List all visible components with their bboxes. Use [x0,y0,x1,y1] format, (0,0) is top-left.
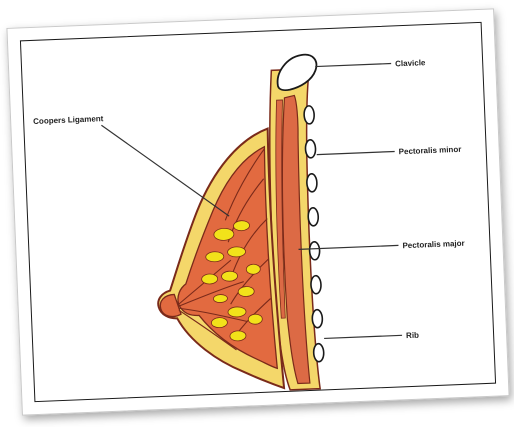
rib-4 [308,208,319,226]
clavicle-leader [315,64,391,67]
rib-7 [312,310,323,328]
rib-8 [313,343,324,361]
rib-3 [307,174,318,192]
clavicle-bone [277,54,318,90]
label-rib: Rib [406,331,419,341]
label-pectoralis-major: Pectoralis major [402,239,465,250]
rib-5 [309,242,320,260]
diagram-card: Clavicle Pectoralis minor Pectoralis maj… [6,8,509,415]
rib-leader [324,335,402,338]
label-coopers-ligament: Coopers Ligament [33,114,104,126]
label-pectoralis-minor: Pectoralis minor [399,145,462,157]
label-clavicle: Clavicle [395,58,426,68]
rib-2 [305,140,316,158]
breast-anatomy-diagram: Clavicle Pectoralis minor Pectoralis maj… [7,9,508,414]
rib-6 [311,276,322,294]
pectoralis-minor-leader [317,151,395,154]
rib-1 [304,106,315,124]
